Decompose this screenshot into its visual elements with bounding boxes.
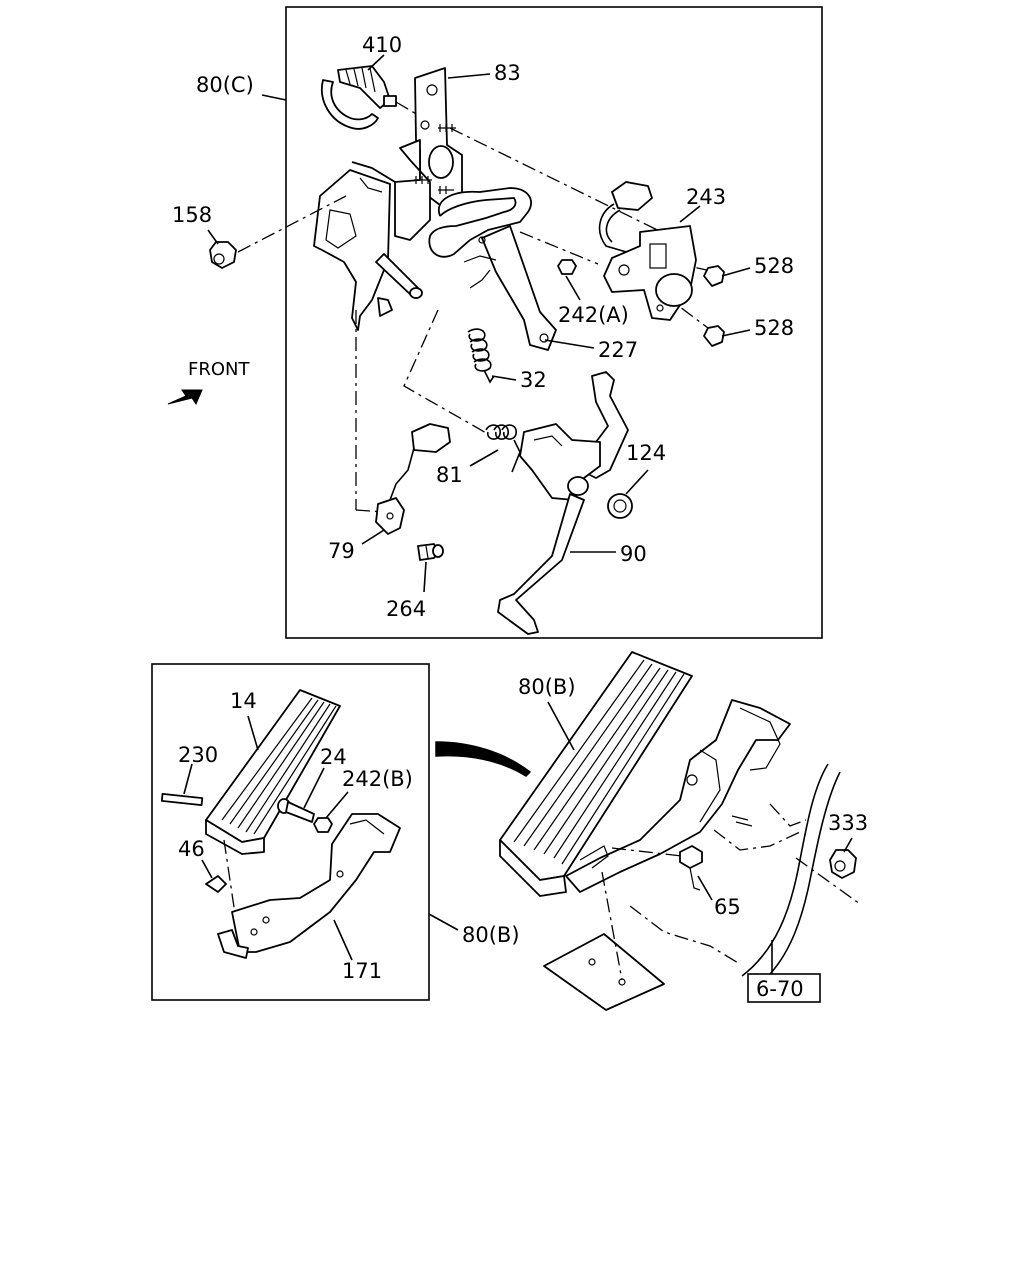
switch-243 [598,181,697,321]
clamp-410 [321,65,397,130]
lever-171 [217,813,401,959]
stud-mid [414,176,432,184]
label-65: 65 [714,895,741,919]
label-124: 124 [626,441,666,465]
nut-528-lower [703,325,725,347]
nut-528-upper [703,265,725,287]
clip-46 [205,875,227,893]
label-333: 333 [828,811,868,835]
label-528-upper: 528 [754,254,794,278]
reference-box [747,973,821,1003]
leader-80c [261,94,287,101]
top-assembly-frame [285,6,823,639]
label-410: 410 [362,33,402,57]
accelerator-pedal-assembly [499,651,791,897]
label-230: 230 [178,743,218,767]
nut-158 [209,241,237,269]
spring-81 [485,424,521,473]
label-80b-inset: 80(B) [462,923,520,947]
label-46: 46 [178,837,205,861]
label-32: 32 [520,368,547,392]
bolt-65 [679,845,703,891]
bolt-24 [277,798,315,823]
reference-label: 6-70 [756,977,804,1001]
label-81: 81 [436,463,463,487]
washer-124 [607,493,633,519]
inset-frame [151,663,430,1001]
label-158: 158 [172,203,212,227]
grommet-333 [829,849,857,879]
panel-edge [741,763,829,977]
label-90: 90 [620,542,647,566]
label-171: 171 [342,959,382,983]
label-227: 227 [598,338,638,362]
stud-upper [438,124,456,132]
pedal-mount-bracket [313,139,431,331]
front-arrow-icon [167,389,203,406]
nut-242a [557,259,577,275]
label-242b: 242(B) [342,767,413,791]
stud-mid-2 [438,186,454,194]
label-79: 79 [328,539,355,563]
spring-32 [467,328,495,384]
label-83: 83 [494,61,521,85]
transfer-arrow-icon [435,741,532,777]
floor-plate [543,933,665,1011]
label-242a: 242(A) [558,303,629,327]
label-14: 14 [230,689,257,713]
label-243: 243 [686,185,726,209]
label-80c: 80(C) [196,73,254,97]
sensor-79 [375,423,451,535]
label-264: 264 [386,597,426,621]
pedal-arm-90 [497,371,629,635]
front-label: FRONT [188,359,250,380]
label-528-lower: 528 [754,316,794,340]
cable-and-bracket-227 [428,187,557,351]
label-80b-main: 80(B) [518,675,576,699]
label-24: 24 [320,745,347,769]
bolt-264 [417,543,444,561]
nut-242b [313,817,333,833]
pedal-pad-14 [205,689,341,855]
pin-230 [160,793,204,806]
